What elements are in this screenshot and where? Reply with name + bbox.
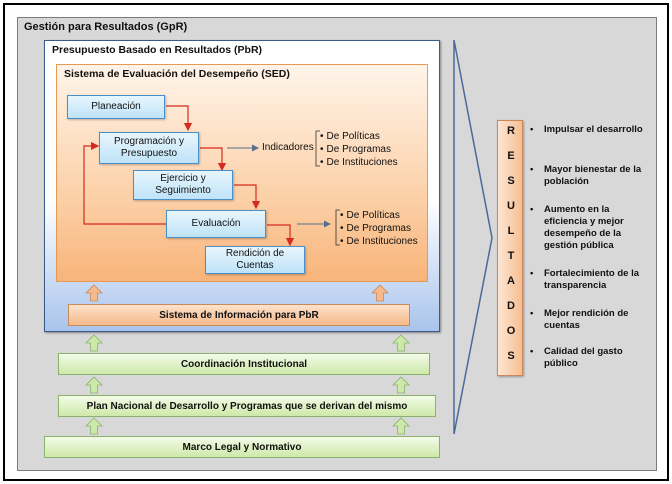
- results-chevron-arrow: [453, 39, 493, 435]
- outcome-item: Calidad del gasto público: [530, 346, 646, 370]
- step-programacion-line2: Presupuesto: [120, 148, 178, 159]
- list-one-item: De Políticas: [320, 130, 398, 143]
- outcome-item: Impulsar el desarrollo: [530, 124, 646, 136]
- up-arrow-icon: [392, 376, 410, 394]
- arrow-ejercicio-evaluacion: [234, 184, 261, 210]
- resultados-letter: A: [507, 275, 515, 287]
- indicadores-label: Indicadores: [262, 142, 314, 153]
- gpr-title: Gestión para Resultados (GpR): [24, 21, 188, 33]
- resultados-letter: S: [507, 350, 515, 362]
- arrow-planeacion-programacion: [166, 105, 193, 132]
- step-evaluacion: Evaluación: [166, 210, 266, 238]
- up-arrow-icon: [392, 334, 410, 352]
- bracket-list-two: [335, 209, 340, 246]
- up-arrow-icon: [85, 284, 103, 302]
- step-planeacion-label: Planeación: [91, 101, 141, 112]
- list-two-item: De Programas: [340, 222, 418, 235]
- resultados-letter: O: [506, 325, 516, 337]
- arrow-evaluacion-rendicion: [267, 224, 295, 247]
- arrow-programacion-ejercicio: [200, 147, 227, 172]
- outcome-item: Mejor rendición de cuentas: [530, 308, 646, 332]
- resultados-letter: R: [507, 125, 515, 137]
- step-ejercicio-line1: Ejercicio y: [160, 173, 206, 184]
- plan-nacional-band: Plan Nacional de Desarrollo y Programas …: [58, 395, 436, 417]
- step-ejercicio-line2: Seguimiento: [155, 185, 211, 196]
- bracket-list-one: [315, 130, 320, 167]
- sed-title: Sistema de Evaluación del Desempeño (SED…: [64, 68, 290, 80]
- list-two-item: De Políticas: [340, 209, 418, 222]
- coordinacion-label: Coordinación Institucional: [180, 358, 308, 370]
- resultados-letter: D: [507, 300, 515, 312]
- sistema-informacion-band: Sistema de Información para PbR: [68, 304, 410, 326]
- marco-legal-label: Marco Legal y Normativo: [182, 441, 302, 453]
- up-arrow-icon: [371, 284, 389, 302]
- outcome-item: Mayor bienestar de la población: [530, 164, 646, 188]
- arrow-feedback-loop: [83, 141, 166, 225]
- resultados-letter: S: [507, 175, 515, 187]
- list-one-item: De Programas: [320, 143, 398, 156]
- list-one-item: De Instituciones: [320, 156, 398, 169]
- outcome-item: Aumento en la eficiencia y mejor desempe…: [530, 204, 646, 252]
- step-ejercicio: Ejercicio y Seguimiento: [133, 170, 233, 200]
- outcome-item: Fortalecimiento de la transparencia: [530, 268, 646, 292]
- resultados-letter: T: [507, 250, 515, 262]
- plan-nacional-label: Plan Nacional de Desarrollo y Programas …: [86, 400, 408, 412]
- resultados-letter: E: [507, 150, 515, 162]
- resultados-column: R E S U L T A D O S: [497, 120, 523, 376]
- list-two-item: De Instituciones: [340, 235, 418, 248]
- up-arrow-icon: [85, 376, 103, 394]
- up-arrow-icon: [392, 417, 410, 435]
- resultados-letter: L: [507, 225, 515, 237]
- step-evaluacion-label: Evaluación: [191, 218, 241, 229]
- step-rendicion: Rendición de Cuentas: [205, 246, 305, 274]
- indicator-list-one: De Políticas De Programas De Institucion…: [320, 130, 398, 169]
- step-rendicion-line2: Cuentas: [236, 260, 274, 271]
- step-planeacion: Planeación: [67, 95, 165, 119]
- step-programacion-line1: Programación y: [113, 136, 185, 147]
- up-arrow-icon: [85, 417, 103, 435]
- resultados-letter: U: [507, 200, 515, 212]
- pbr-title: Presupuesto Basado en Resultados (PbR): [52, 44, 263, 56]
- up-arrow-icon: [85, 334, 103, 352]
- sistema-informacion-label: Sistema de Información para PbR: [159, 309, 319, 321]
- indicator-list-two: De Políticas De Programas De Institucion…: [340, 209, 418, 248]
- marco-legal-band: Marco Legal y Normativo: [44, 436, 440, 458]
- coordinacion-band: Coordinación Institucional: [58, 353, 430, 375]
- step-rendicion-line1: Rendición de: [225, 248, 285, 259]
- step-programacion: Programación y Presupuesto: [99, 132, 199, 164]
